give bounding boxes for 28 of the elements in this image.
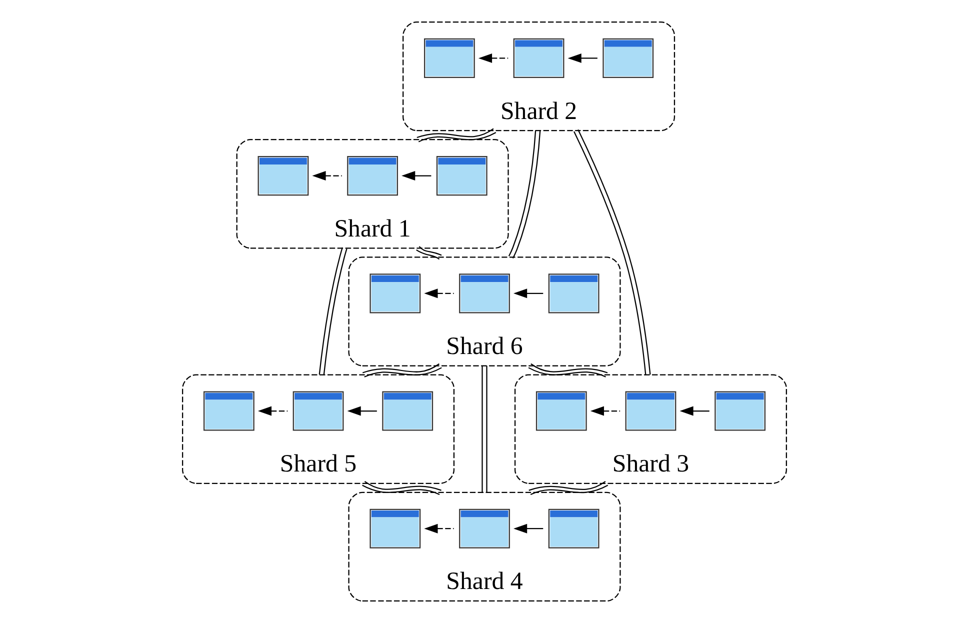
arrow bbox=[590, 406, 620, 416]
arrow bbox=[402, 171, 432, 181]
cluster: Shard 1 bbox=[236, 139, 509, 249]
arrow bbox=[680, 406, 710, 416]
arrow bbox=[347, 406, 377, 416]
connector bbox=[482, 366, 488, 492]
cluster: Shard 3 bbox=[514, 374, 787, 484]
cluster: Shard 5 bbox=[182, 374, 455, 484]
arrow bbox=[514, 524, 544, 534]
connector bbox=[362, 363, 442, 378]
connector bbox=[362, 481, 442, 496]
arrow bbox=[478, 53, 508, 63]
arrow bbox=[514, 288, 544, 298]
arrow bbox=[424, 524, 454, 534]
arrow bbox=[312, 171, 342, 181]
arrow bbox=[568, 53, 598, 63]
connector bbox=[574, 129, 651, 376]
arrow bbox=[424, 288, 454, 298]
connector bbox=[508, 130, 541, 259]
connector bbox=[528, 363, 608, 378]
connector bbox=[416, 246, 442, 260]
arrow bbox=[258, 406, 288, 416]
cluster: Shard 4 bbox=[348, 492, 621, 602]
cluster: Shard 6 bbox=[348, 256, 621, 366]
connector bbox=[416, 128, 496, 142]
connector bbox=[318, 247, 348, 376]
connector bbox=[528, 481, 608, 496]
cluster: Shard 2 bbox=[402, 21, 676, 132]
